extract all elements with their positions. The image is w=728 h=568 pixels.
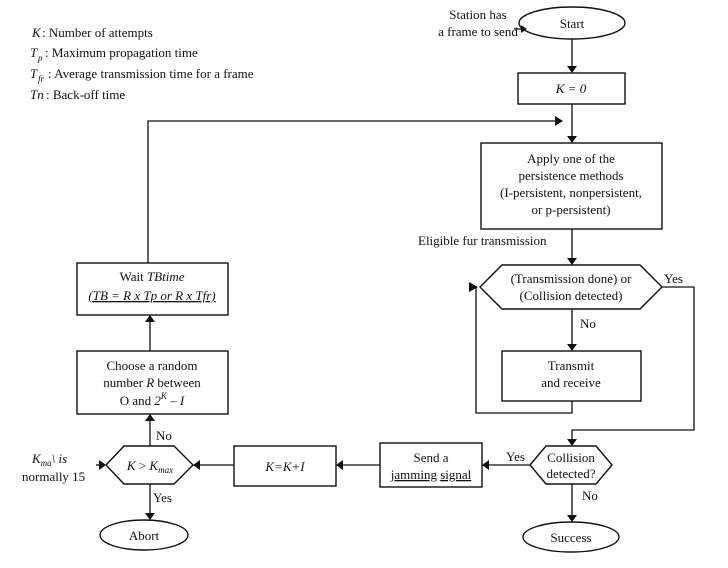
random-r: R — [145, 375, 154, 390]
random-exp: K — [160, 391, 168, 401]
legend: K : Number of attempts T p : Maximum pro… — [30, 25, 254, 102]
arrowhead — [521, 25, 527, 33]
start-note-line2: a frame to send — [438, 24, 518, 39]
legend-text-3: : Back-off time — [46, 87, 125, 102]
arrowhead — [567, 344, 577, 351]
jamming-line1: Send a — [413, 450, 448, 465]
persistence-line1: Apply one of the — [527, 151, 615, 166]
kmax-check-label: K > Kmax — [126, 458, 173, 475]
arrowhead — [336, 460, 343, 470]
abort-label: Abort — [129, 528, 160, 543]
signal-word: signal — [440, 467, 471, 482]
kmax-note-tail: \ is — [52, 451, 68, 466]
arrowhead — [193, 460, 200, 470]
legend-sym-3: Tn — [30, 87, 44, 102]
label-no-kmax: No — [156, 428, 172, 443]
legend-sym-2: T — [30, 66, 38, 81]
legend-text-2: : Average transmission time for a frame — [48, 66, 254, 81]
collision-decision-hexagon — [529, 445, 613, 485]
k-increment-label: K=K+I — [264, 459, 305, 474]
persistence-box — [480, 142, 663, 230]
arrowhead — [99, 460, 106, 470]
eligible-label: Eligible fur transmission — [418, 233, 547, 248]
arrowhead — [567, 66, 577, 73]
kmax-kvar: K — [148, 458, 159, 473]
start-label: Start — [560, 16, 585, 31]
success-label: Success — [550, 530, 591, 545]
collision-line2: detected? — [546, 466, 595, 481]
arrowhead — [482, 460, 489, 470]
kmax-sub: max — [158, 465, 173, 475]
random-line3: O and 2K – I — [120, 391, 185, 408]
random-line2-post: between — [154, 375, 201, 390]
random-line1: Choose a random — [107, 358, 198, 373]
jamming-word: jamming — [390, 467, 438, 482]
arrowhead — [145, 315, 155, 322]
random-line2: number R between — [103, 375, 201, 390]
transmit-line2: and receive — [541, 375, 601, 390]
success-terminal — [522, 521, 620, 553]
transmit-box — [501, 350, 642, 402]
persistence-line4: or p-persistent) — [531, 202, 610, 217]
arrowhead — [567, 515, 577, 522]
random-line3-pre: O and — [120, 393, 155, 408]
connectors — [96, 25, 695, 522]
wait-line1-it: TBtime — [147, 269, 185, 284]
k-zero-label: K = 0 — [555, 81, 587, 96]
jamming-box — [379, 442, 483, 488]
start-note-line1: Station has — [449, 7, 506, 22]
label-no-collision: No — [582, 488, 598, 503]
arrowhead — [567, 258, 577, 265]
k-zero-box — [517, 72, 626, 105]
legend-sym-0: K — [31, 25, 42, 40]
label-yes-decision: Yes — [664, 271, 683, 286]
kmax-note-line2: normally 15 — [22, 469, 85, 484]
legend-text-0: : Number of attempts — [42, 25, 153, 40]
arrowhead — [555, 116, 563, 126]
wait-line1: Wait TBtime — [119, 269, 184, 284]
kmax-note-k: Kma\ is — [31, 451, 67, 468]
random-line3-post: – I — [167, 393, 185, 408]
arrowhead — [145, 513, 155, 520]
kmax-op: > — [136, 458, 150, 473]
label-yes-collision: Yes — [506, 449, 525, 464]
collision-line1: Collision — [547, 450, 595, 465]
kmax-k: K — [126, 458, 137, 473]
tx-decision-line1: (Transmission done) or — [511, 271, 633, 286]
wait-box — [76, 262, 229, 316]
arrowhead — [469, 282, 478, 292]
transmit-line1: Transmit — [548, 358, 595, 373]
abort-terminal — [99, 519, 189, 551]
arrowhead — [145, 414, 155, 421]
arrow-wait-loop — [147, 120, 555, 263]
legend-sub-2: fr — [38, 74, 45, 84]
arrow-decision-collision — [571, 286, 695, 439]
legend-sub-1: p — [37, 53, 43, 63]
tx-decision-line2: (Collision detected) — [520, 288, 623, 303]
legend-sym-1: T — [30, 45, 38, 60]
random-line2-pre: number — [103, 375, 146, 390]
kmax-note-kvar: K — [31, 451, 42, 466]
random-box — [76, 350, 229, 415]
label-yes-kmax: Yes — [153, 490, 172, 505]
wait-line2: (TB = R x Tp or R x Tfr) — [88, 288, 215, 303]
arrowhead — [567, 439, 577, 446]
wait-line1-pre: Wait — [119, 269, 146, 284]
jamming-line2: jamming signal — [390, 467, 472, 482]
k-increment-box — [233, 445, 337, 487]
kmax-note-sub: ma — [41, 458, 52, 468]
random-base: 2 — [154, 393, 161, 408]
persistence-line3: (I-persistent, nonpersistent, — [500, 185, 642, 200]
persistence-line2: persistence methods — [518, 168, 623, 183]
legend-text-1: : Maximum propagation time — [45, 45, 198, 60]
arrowhead — [567, 136, 577, 143]
label-no-decision: No — [580, 316, 596, 331]
